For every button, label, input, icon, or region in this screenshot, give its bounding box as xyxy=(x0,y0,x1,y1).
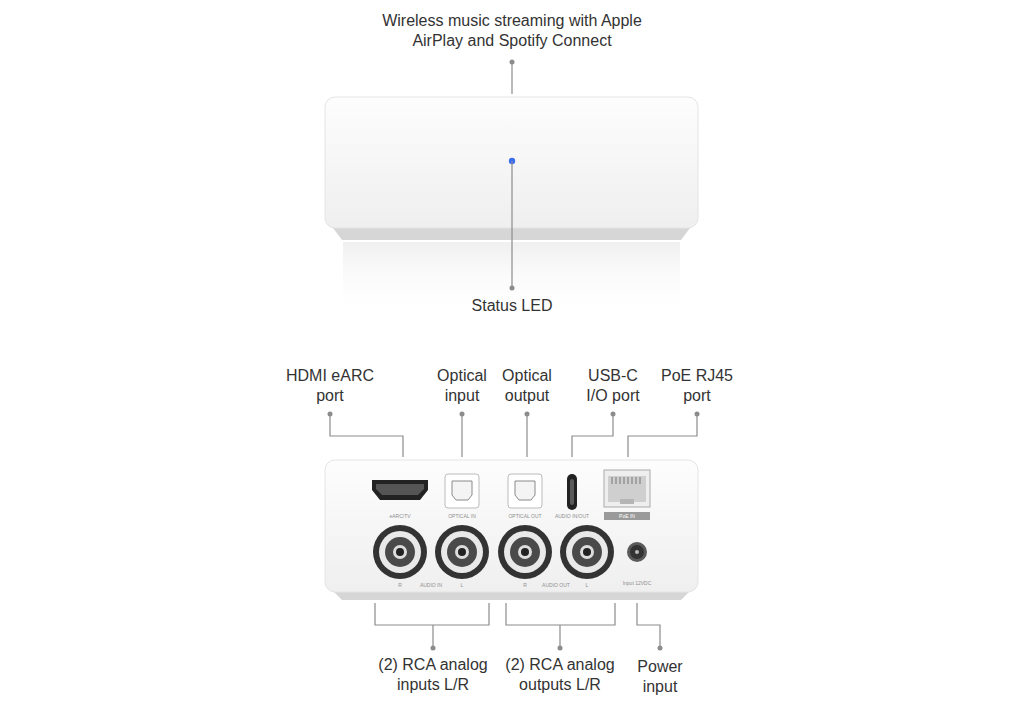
printed-marking: AUDIO OUT xyxy=(542,582,570,588)
leader-dot xyxy=(658,646,663,651)
pin xyxy=(615,477,616,484)
leader-line xyxy=(526,414,527,457)
pin xyxy=(623,477,624,484)
optical-port-inner xyxy=(452,481,472,500)
pin xyxy=(631,477,632,484)
rj45-notch xyxy=(620,499,634,504)
device-body xyxy=(325,460,698,592)
rca-ring xyxy=(510,537,540,567)
rca-ring xyxy=(572,537,602,567)
power-jack-pin xyxy=(635,550,639,554)
pin xyxy=(611,477,612,484)
port-label: HDMI eARC port xyxy=(280,366,380,406)
device-rear xyxy=(325,460,698,600)
printed-marking: L xyxy=(461,582,464,588)
leader-dot xyxy=(431,646,436,651)
optical-port xyxy=(445,474,479,508)
printed-marking: eARC/TV xyxy=(389,513,410,519)
rca-hole xyxy=(458,548,466,556)
printed-marking: R xyxy=(523,582,527,588)
port-label: Optical output xyxy=(491,366,563,406)
port-label: PoE RJ45 port xyxy=(656,366,738,406)
leader-line xyxy=(511,62,512,94)
rca-ring xyxy=(560,525,614,579)
leader-line xyxy=(511,161,512,288)
power-jack xyxy=(627,542,647,562)
rca-ring xyxy=(504,531,546,573)
port-label: (2) RCA analog inputs L/R xyxy=(369,655,497,695)
optical-port-inner xyxy=(515,481,535,500)
rca-ring xyxy=(518,545,532,559)
leader-line xyxy=(637,603,660,648)
leader-dot xyxy=(558,646,563,651)
rca-ring xyxy=(447,537,477,567)
rca-ring xyxy=(566,531,608,573)
leader-dot xyxy=(525,412,530,417)
leader-dots xyxy=(510,60,515,291)
printed-marking: OPTICAL OUT xyxy=(508,513,541,519)
rca-ring xyxy=(441,531,483,573)
leader-dot xyxy=(460,412,465,417)
leader-dot xyxy=(695,412,700,417)
leader-dot xyxy=(328,412,333,417)
power-jack-inner xyxy=(630,545,644,559)
rca-ring xyxy=(393,545,407,559)
leader-dot xyxy=(611,412,616,417)
leader-lines xyxy=(330,414,697,648)
port-label: USB-C I/O port xyxy=(579,366,647,406)
usbc-port xyxy=(567,474,577,510)
leader-lines xyxy=(511,62,512,288)
leader-line xyxy=(628,414,697,457)
rca-jack xyxy=(560,525,614,579)
printed-marking: AUDIO IN xyxy=(420,582,442,588)
part-label: Status LED xyxy=(472,296,553,316)
printed-marking: R xyxy=(398,582,402,588)
rj45-pins xyxy=(612,477,640,484)
printed-marking: OPTICAL IN xyxy=(448,513,476,519)
rca-ring xyxy=(455,545,469,559)
hdmi-port-inner xyxy=(376,484,424,495)
rca-hole xyxy=(396,548,404,556)
rca-ring xyxy=(580,545,594,559)
device-front xyxy=(325,97,698,317)
port-label: Power input xyxy=(630,657,690,697)
rca-jack xyxy=(435,525,489,579)
rca-ring xyxy=(385,537,415,567)
printed-marking: AUDIO IN/OUT xyxy=(555,513,589,519)
leader-dots xyxy=(328,412,700,651)
pin xyxy=(619,477,620,484)
leader-dot xyxy=(510,286,515,291)
pin xyxy=(635,477,636,484)
hdmi-port xyxy=(372,480,428,500)
usbc-port-inner xyxy=(570,479,574,505)
leader-line xyxy=(461,414,462,457)
optical-port xyxy=(508,474,542,508)
pin xyxy=(627,477,628,484)
port-label: (2) RCA analog outputs L/R xyxy=(493,655,627,695)
printed-marking: Input 12VDC xyxy=(623,580,652,586)
rca-hole xyxy=(521,548,529,556)
rca-hole xyxy=(583,548,591,556)
rj45-port xyxy=(604,470,650,507)
leader-line xyxy=(572,414,613,457)
rca-ring xyxy=(498,525,552,579)
rca-jack xyxy=(373,525,427,579)
bracket xyxy=(506,603,615,648)
printed-marking: PoE IN xyxy=(619,513,635,519)
rca-ring xyxy=(435,525,489,579)
leader-dot xyxy=(510,60,515,65)
rj45-port-inner xyxy=(608,476,646,502)
rca-ring xyxy=(379,531,421,573)
feature-callout: Wireless music streaming with Apple AirP… xyxy=(372,11,652,51)
port-label: Optical input xyxy=(426,366,498,406)
rca-jack xyxy=(498,525,552,579)
poe-label-bar xyxy=(604,512,650,520)
rca-ring xyxy=(373,525,427,579)
leader-line xyxy=(330,414,403,457)
printed-marking: L xyxy=(586,582,589,588)
pin xyxy=(639,477,640,484)
bracket xyxy=(375,603,489,648)
